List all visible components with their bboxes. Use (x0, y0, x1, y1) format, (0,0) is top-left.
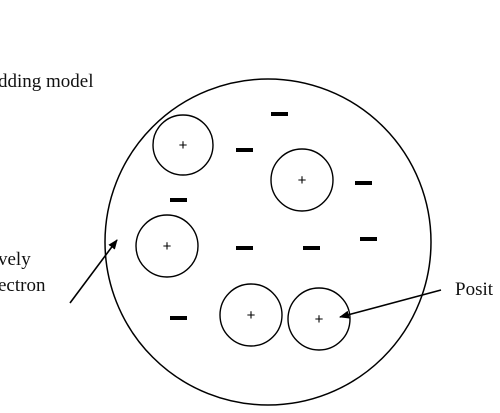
electron-pointer-arrow (69, 239, 118, 304)
electron-minus (170, 198, 187, 202)
diagram-title: dding model (0, 71, 94, 92)
positive-symbol: + (179, 137, 188, 154)
electron-minus (236, 148, 253, 152)
electron-label-line1: vely (0, 249, 31, 270)
positive-symbol: + (315, 311, 324, 328)
positive-symbol: + (163, 238, 172, 255)
positive-charge: + (219, 283, 283, 347)
positive-symbol: + (298, 172, 307, 189)
positive-charge: + (270, 148, 334, 212)
electron-label-line2: ectron (0, 275, 46, 296)
positive-pointer-arrow (339, 289, 442, 319)
positive-symbol: + (247, 307, 256, 324)
electron-minus (236, 246, 253, 250)
electron-minus (271, 112, 288, 116)
electron-minus (170, 316, 187, 320)
positive-charge: + (152, 114, 214, 176)
positive-charge-label: Posit (455, 279, 494, 300)
atom-sphere (104, 78, 432, 406)
electron-minus (303, 246, 320, 250)
electron-minus (360, 237, 377, 241)
electron-minus (355, 181, 372, 185)
positive-charge: + (287, 287, 351, 351)
positive-charge: + (135, 214, 199, 278)
